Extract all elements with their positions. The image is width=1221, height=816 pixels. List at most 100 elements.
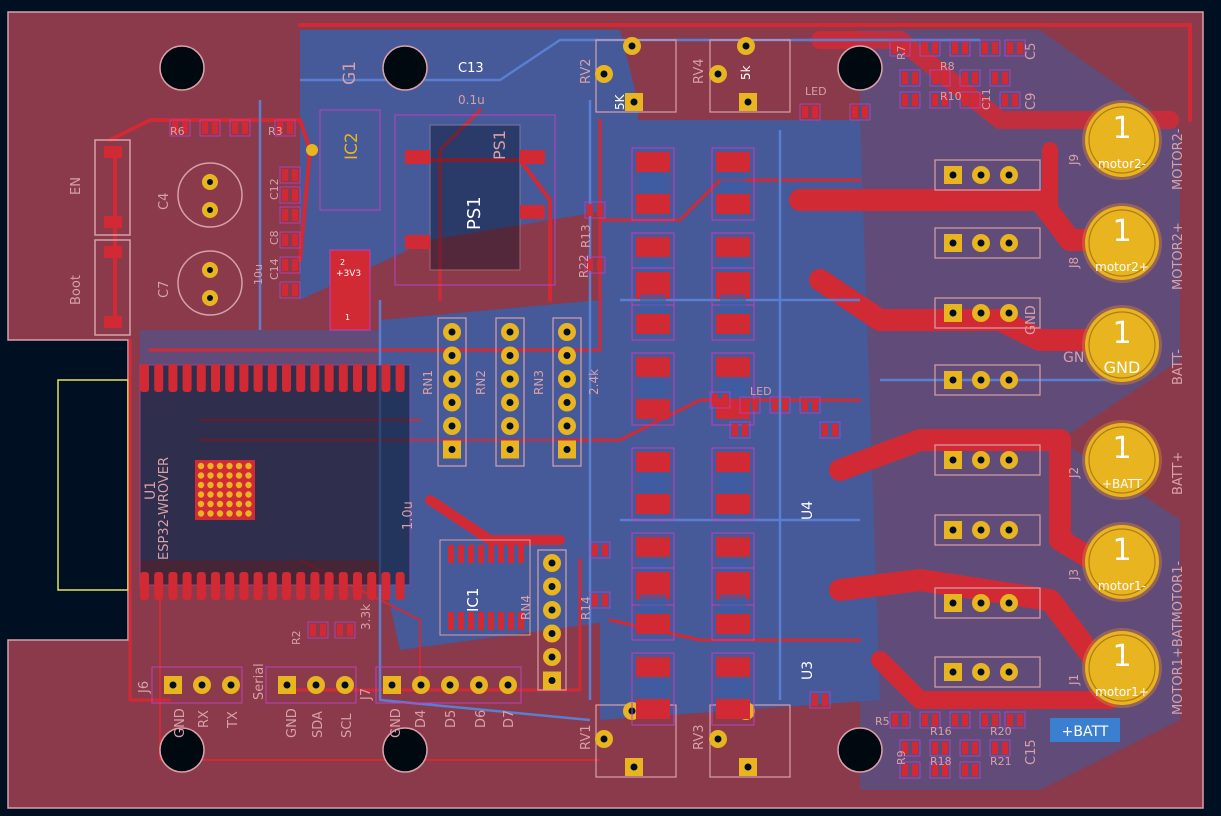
svg-text:D4: D4 bbox=[414, 710, 429, 728]
smd-pad bbox=[802, 399, 808, 411]
smd-pad bbox=[597, 204, 603, 216]
svg-text:5K: 5K bbox=[613, 93, 627, 110]
ic1-pin bbox=[508, 612, 514, 630]
esp-pad bbox=[310, 364, 320, 392]
diode-outline bbox=[631, 447, 675, 521]
smd-courtyard bbox=[979, 711, 1001, 729]
smd-courtyard bbox=[709, 391, 731, 409]
svg-text:J1: J1 bbox=[1067, 674, 1081, 686]
smd-pad bbox=[902, 72, 908, 84]
esp-pad bbox=[253, 364, 263, 392]
drill-hole bbox=[448, 328, 456, 336]
smd-courtyard bbox=[959, 739, 981, 757]
diode-pad bbox=[636, 537, 670, 557]
thermal-via bbox=[226, 500, 233, 508]
smd-courtyard bbox=[229, 119, 251, 137]
svg-text:IC1: IC1 bbox=[464, 588, 482, 612]
mosfet-outline bbox=[934, 159, 1041, 191]
drill-hole bbox=[1005, 668, 1013, 676]
smd-pad bbox=[752, 399, 758, 411]
diode-outline bbox=[711, 147, 755, 221]
esp-pad bbox=[296, 364, 306, 392]
thermal-via bbox=[235, 491, 243, 498]
smd-pad bbox=[922, 42, 928, 54]
i2c-outline bbox=[265, 666, 357, 704]
button-boot-footprint bbox=[94, 239, 131, 336]
svg-text:RV4: RV4 bbox=[692, 59, 707, 85]
terminal-label: GND bbox=[1104, 358, 1141, 377]
smd-pad bbox=[292, 209, 298, 221]
smd-courtyard bbox=[199, 119, 221, 137]
svg-text:D7: D7 bbox=[502, 710, 517, 728]
diode-body bbox=[640, 474, 666, 492]
diode-pad bbox=[636, 399, 670, 419]
terminal-ring bbox=[1088, 209, 1156, 277]
smd-pad bbox=[282, 259, 288, 271]
smd-courtyard bbox=[899, 91, 921, 109]
drill-hole bbox=[448, 352, 456, 359]
terminal-label: motor1- bbox=[1098, 579, 1146, 593]
thermal-via bbox=[197, 472, 205, 479]
smd-courtyard bbox=[929, 69, 951, 87]
smd-courtyard bbox=[589, 591, 611, 609]
small-smd-parts bbox=[169, 39, 1026, 779]
diode-body bbox=[640, 379, 666, 397]
mosfet-outline bbox=[934, 587, 1041, 619]
svg-text:Serial: Serial bbox=[252, 663, 267, 700]
mosfet-outline bbox=[934, 297, 1041, 329]
svg-text:C7: C7 bbox=[157, 281, 172, 298]
smd-pad bbox=[587, 204, 593, 216]
smd-pad bbox=[802, 106, 808, 118]
diode-pad bbox=[636, 572, 670, 592]
esp-pad bbox=[367, 572, 377, 600]
smd-pad bbox=[602, 544, 608, 556]
regulator-3v3-block: 2 +3V3 1 bbox=[329, 249, 371, 331]
thermal-via bbox=[197, 510, 205, 517]
smd-pad bbox=[292, 234, 298, 246]
thermal-via bbox=[226, 491, 233, 498]
svg-text:RN4: RN4 bbox=[519, 595, 533, 620]
terminal-pad bbox=[1085, 525, 1159, 599]
smd-courtyard bbox=[799, 396, 821, 414]
diode-pad bbox=[716, 537, 750, 557]
smd-pad bbox=[912, 764, 918, 776]
esp-pad bbox=[296, 572, 306, 600]
flyback-diode-array bbox=[631, 147, 755, 726]
smd-courtyard bbox=[729, 421, 751, 439]
ic1-pin bbox=[468, 545, 474, 563]
drill-hole bbox=[977, 239, 985, 247]
svg-text:PS1: PS1 bbox=[464, 196, 485, 230]
svg-text:RN2: RN2 bbox=[474, 370, 488, 395]
svg-text:C11: C11 bbox=[980, 88, 993, 110]
drill-hole bbox=[1005, 309, 1013, 317]
smd-courtyard bbox=[589, 541, 611, 559]
svg-text:3.3k: 3.3k bbox=[359, 604, 373, 630]
svg-text:R3: R3 bbox=[268, 125, 283, 138]
drill-hole bbox=[563, 375, 571, 383]
esp-pad bbox=[140, 364, 149, 392]
svg-text:RX: RX bbox=[197, 710, 212, 728]
drill-hole bbox=[949, 309, 957, 317]
diode-pad bbox=[716, 614, 750, 634]
thermal-via bbox=[197, 500, 205, 508]
thermal-via bbox=[226, 510, 233, 517]
thermal-via bbox=[216, 462, 224, 470]
drill-hole bbox=[742, 42, 750, 50]
drill-hole bbox=[506, 328, 514, 336]
svg-text:GND: GND bbox=[285, 708, 300, 738]
smd-pad bbox=[212, 122, 218, 134]
smd-pad bbox=[347, 624, 353, 636]
smd-courtyard bbox=[989, 69, 1011, 87]
thermal-via bbox=[197, 491, 205, 498]
svg-text:10u: 10u bbox=[252, 264, 265, 285]
smd-courtyard bbox=[819, 421, 841, 439]
smd-pad bbox=[1007, 42, 1013, 54]
esp-pad bbox=[253, 572, 263, 600]
smd-pad bbox=[952, 42, 958, 54]
svg-text:MOTOR2-: MOTOR2- bbox=[1171, 128, 1186, 190]
mosfet-outline bbox=[934, 656, 1041, 688]
thermal-via bbox=[216, 510, 224, 517]
thermal-via bbox=[235, 462, 243, 470]
drill-hole bbox=[949, 526, 957, 534]
